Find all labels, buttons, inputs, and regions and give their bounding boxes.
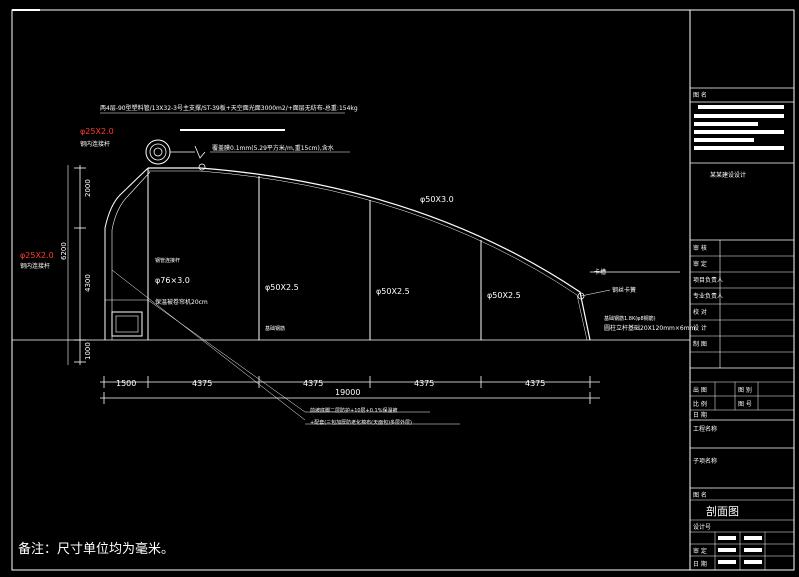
pipe-label-mid-sub: 钢内连接杆 <box>20 262 50 270</box>
right-label-2: 钢丝卡簧 <box>612 286 636 294</box>
tb-row-3: 项目负责人 <box>693 276 723 284</box>
tb-footer-1: 设计号 <box>693 523 711 531</box>
tb-section-1: 工程名称 <box>693 425 717 433</box>
north-wall-inner <box>111 171 151 340</box>
leader-note-1: 前坡底脚二层防护+10层+0.1%保温被 <box>310 407 397 414</box>
left-label-2: 保温被卷帘机20cm <box>155 298 208 306</box>
tb-mid-right-1: 图 别 <box>738 386 752 394</box>
base-label: 基础钢筋 <box>265 325 285 332</box>
drawing-frame <box>11 9 795 571</box>
redacted-bar <box>744 560 762 564</box>
leader-line-1 <box>147 299 306 413</box>
total-span: 19000 <box>335 388 360 397</box>
span-5: 4375 <box>525 379 545 388</box>
equipment-box-inner <box>115 315 139 333</box>
arch-label: φ50X3.0 <box>420 195 454 204</box>
height-top: 2000 <box>84 179 92 197</box>
title-header-label: 图 名 <box>693 91 707 99</box>
title-block <box>689 10 794 570</box>
span-1: 1500 <box>116 379 136 388</box>
tb-mid-right-2: 图 号 <box>738 401 752 408</box>
redacted-bar <box>694 114 784 118</box>
redacted-bar <box>744 548 762 552</box>
insulation-roll-inner <box>149 143 167 161</box>
equipment-box <box>111 311 143 337</box>
leader-line-2 <box>111 269 306 421</box>
tb-row-4: 专业负责人 <box>693 292 723 300</box>
span-3: 4375 <box>303 379 323 388</box>
company-name: 某某建设设计 <box>710 171 746 179</box>
roof-node-icon <box>198 163 206 171</box>
drawing-name: 剖面图 <box>706 504 739 518</box>
column-label-2: φ50X2.5 <box>376 287 410 296</box>
roof-arch <box>148 167 591 341</box>
tb-footer-2: 审 定 <box>693 547 707 555</box>
redacted-bar <box>694 146 784 150</box>
span-4: 4375 <box>414 379 434 388</box>
tb-drawing-name-label: 图 名 <box>693 491 707 499</box>
redacted-bar <box>694 138 754 142</box>
redacted-bar <box>694 122 758 126</box>
pipe-label-top-sub: 钢内连接杆 <box>80 140 110 148</box>
roof-note: 覆盖膜0.1mm(5.29平方米/m,重15cm),含水 <box>212 144 334 152</box>
redacted-bar <box>698 105 784 109</box>
north-wall-outer <box>104 167 149 340</box>
tb-section-2: 子项名称 <box>693 457 717 465</box>
tb-footer-3: 日 期 <box>693 560 707 568</box>
footnote: 备注：尺寸单位均为毫米。 <box>18 542 175 557</box>
roll-bracket <box>194 145 206 159</box>
redacted-bar <box>718 548 736 552</box>
tb-row-5: 校 对 <box>693 308 707 316</box>
tb-row-6: 设 计 <box>693 324 707 332</box>
tb-row-1: 审 核 <box>693 244 707 252</box>
height-total: 6200 <box>60 242 68 260</box>
redacted-bar <box>694 130 784 134</box>
roof-arch-inner <box>148 170 588 341</box>
redacted-bar <box>744 536 762 540</box>
pipe-small-label: φ76×3.0 <box>155 276 190 285</box>
right-label-1: 卡槽 <box>594 268 606 276</box>
right-leader-2 <box>580 289 611 297</box>
redacted-bar <box>718 536 736 540</box>
right-label-3: 基础钢筋1.8K(φ8钢筋) <box>604 315 656 322</box>
end-node-icon <box>577 292 585 300</box>
pipe-label-mid: φ25X2.0 <box>20 251 54 260</box>
redacted-bar <box>718 560 736 564</box>
tb-row-2: 审 定 <box>693 260 707 268</box>
top-note: 两4层-90型塑料管/13X32-3号主支撑/ST-39板+天空面光面3000m… <box>100 104 358 112</box>
insulation-roll-core <box>153 147 163 157</box>
right-label-4: 圆柱立杆基础20X120mm×6mm <box>604 324 696 332</box>
leader-note-2: +配套(三包加厚防老化棉布(天面包)多层外层) <box>310 419 412 426</box>
tb-mid-left-1: 出 图 <box>693 386 707 394</box>
tb-row-7: 制 图 <box>693 340 707 348</box>
left-label-1: 钢管连接杆 <box>155 257 180 264</box>
height-ticks <box>74 167 86 363</box>
column-label-3: φ50X2.5 <box>487 291 521 300</box>
height-mid: 4300 <box>84 274 92 292</box>
pipe-label-top: φ25X2.0 <box>80 127 114 136</box>
height-bottom: 1000 <box>84 342 92 360</box>
column-label-1: φ50X2.5 <box>265 283 299 292</box>
tb-mid-left-2: 比 例 <box>693 400 707 408</box>
span-2: 4375 <box>192 379 212 388</box>
tb-mid-left-3: 日 期 <box>693 411 707 419</box>
span-ticks <box>103 376 591 388</box>
